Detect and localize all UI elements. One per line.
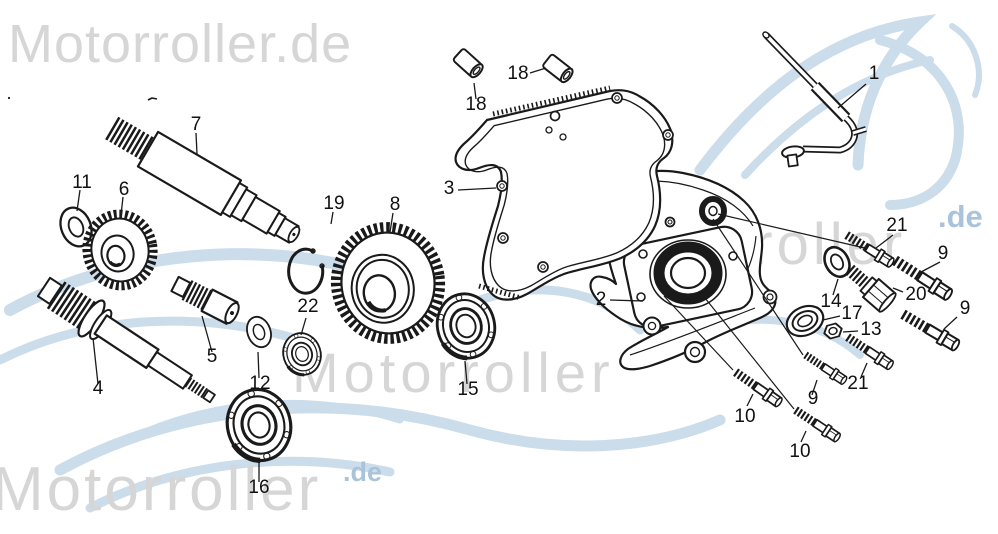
- part-10-bolt-bottom: [792, 405, 842, 444]
- callout-21: 21: [886, 215, 907, 236]
- leader-line: [529, 67, 547, 74]
- callout-1: 1: [869, 63, 880, 84]
- callouts: 1 2 3 4 5 6 7 8 9 9 9 10 10 11 12 13 14 …: [72, 63, 970, 498]
- leader-line: [943, 316, 958, 330]
- watermark-word-bottom-left: Motorroller: [0, 455, 321, 524]
- leader-line: [120, 196, 124, 216]
- callout-5: 5: [207, 346, 218, 367]
- leader-line: [76, 189, 81, 212]
- watermark-suffix-bottom-left: .de: [343, 457, 382, 487]
- leader-line: [837, 83, 867, 109]
- callout-18: 18: [465, 94, 486, 115]
- leader-line: [457, 187, 497, 191]
- leader-line: [875, 234, 894, 249]
- callout-9: 9: [960, 298, 971, 319]
- exploded-drawing: [7, 31, 962, 467]
- cover-bushing-hole: [699, 196, 727, 226]
- callout-7: 7: [191, 114, 202, 135]
- assembly-lines: [663, 213, 870, 410]
- callout-4: 4: [93, 378, 104, 399]
- callout-21: 21: [847, 373, 868, 394]
- leader-line: [800, 430, 807, 443]
- leader-line: [842, 330, 859, 333]
- callout-2: 2: [596, 289, 607, 310]
- part-19-circlip: [287, 247, 325, 295]
- leader-line: [473, 82, 477, 100]
- part-18-dowel-pin-left: [451, 47, 486, 81]
- part-1-kickstart-lever: [762, 31, 867, 168]
- brand-logo-top-left: Motorroller.de: [8, 14, 352, 74]
- leader-line: [257, 351, 260, 379]
- part-5-spline-shaft: [170, 275, 240, 325]
- part-20-plug-screw: [845, 264, 897, 313]
- part-18-dowel-pin-right: [541, 52, 576, 86]
- leader-line: [389, 212, 394, 233]
- leader-line: [822, 315, 841, 321]
- callout-22: 22: [297, 296, 318, 317]
- callout-9: 9: [808, 388, 819, 409]
- gasket-hatched-edge: [478, 283, 522, 301]
- callout-12: 12: [249, 373, 270, 394]
- part-4-output-shaft: [36, 276, 216, 404]
- part-7-input-shaft: [105, 116, 301, 244]
- part-12-washer: [241, 312, 277, 352]
- callout-13: 13: [860, 319, 881, 340]
- leader-line: [860, 362, 868, 378]
- callout-17: 17: [841, 303, 862, 324]
- leader-line: [746, 393, 754, 407]
- leader-line: [330, 211, 334, 225]
- callout-8: 8: [390, 194, 401, 215]
- part-10-bolt-left: [732, 367, 784, 409]
- cover-seal-bore: [653, 241, 723, 305]
- part-3-gasket: [454, 85, 674, 301]
- callout-9: 9: [938, 243, 949, 264]
- leader-line: [832, 278, 839, 296]
- leader-line: [811, 379, 818, 396]
- leader-line: [920, 261, 941, 273]
- watermark-suffix-right: .de: [938, 199, 983, 234]
- part-9-bolt-right: [899, 308, 961, 353]
- print-speck: [7, 96, 11, 100]
- callout-15: 15: [457, 379, 478, 400]
- leader-line: [300, 317, 307, 336]
- callout-3: 3: [444, 178, 455, 199]
- callout-6: 6: [119, 179, 130, 200]
- part-8-large-gear: [330, 222, 446, 344]
- callout-10: 10: [789, 441, 810, 462]
- callout-19: 19: [323, 193, 344, 214]
- leader-line: [201, 315, 213, 353]
- part-14-washer: [823, 245, 851, 279]
- callout-16: 16: [248, 477, 269, 498]
- leader-line: [892, 287, 904, 293]
- callout-18: 18: [507, 63, 528, 84]
- callout-10: 10: [734, 406, 755, 427]
- callout-20: 20: [905, 284, 926, 305]
- callout-11: 11: [72, 172, 92, 193]
- part-17-seal: [785, 304, 825, 338]
- part-13-nut: [823, 322, 843, 340]
- leader-line: [464, 360, 468, 385]
- leader-line: [609, 299, 644, 302]
- callout-14: 14: [820, 291, 842, 312]
- leader-line: [195, 132, 198, 155]
- part-9-bolt-bottom: [802, 350, 848, 386]
- leader-line: [92, 337, 99, 385]
- print-speck: [147, 97, 158, 101]
